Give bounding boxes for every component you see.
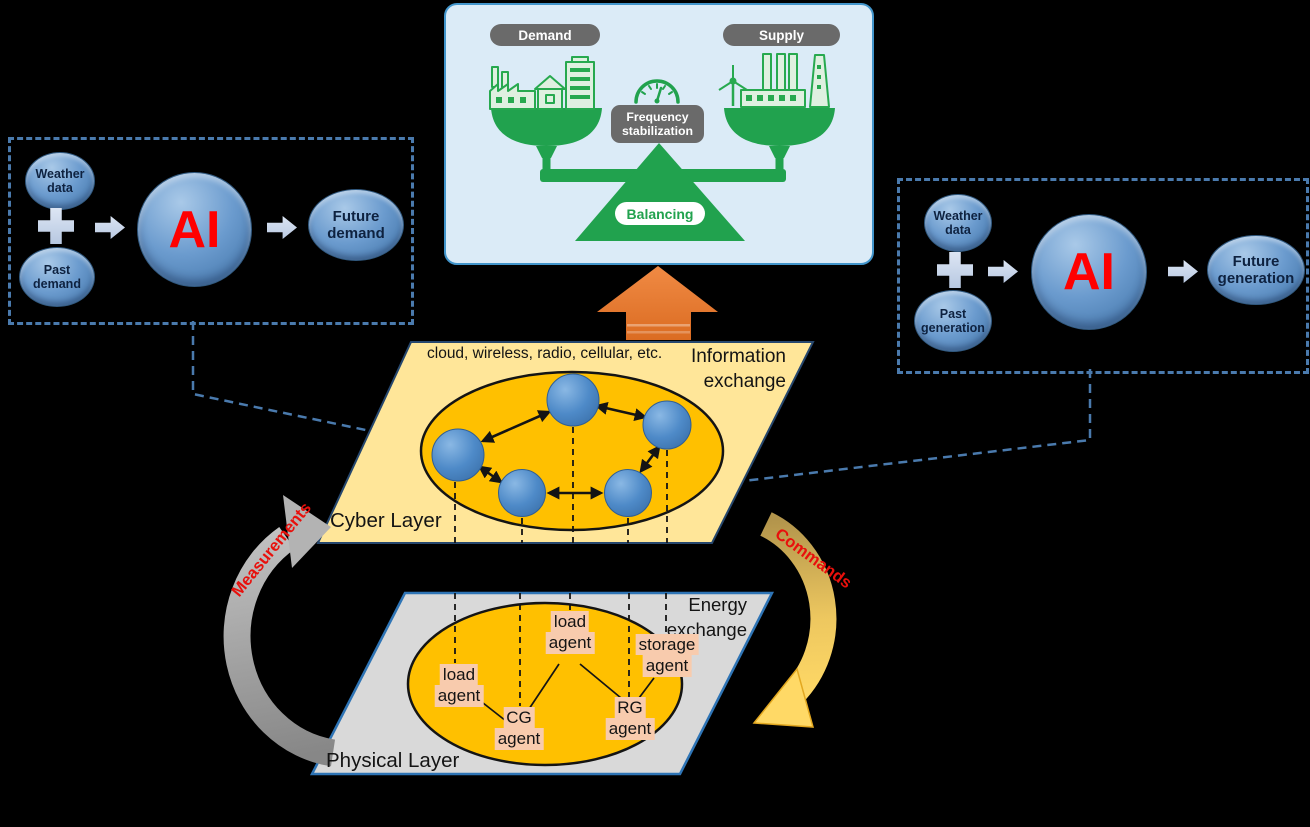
agent-label-line: agent (494, 728, 544, 750)
agent-label-line: load (550, 611, 590, 633)
supply-badge: Supply (723, 24, 840, 46)
physical-layer-title: Physical Layer (326, 749, 460, 772)
cyber-to-physical-dashes (454, 427, 668, 543)
gauge-icon (634, 79, 680, 104)
agent-label-line: load (439, 664, 479, 686)
agent-label-line: agent (545, 632, 595, 654)
generation-forecast-box: Weather data Past generation AI Future g… (897, 178, 1309, 374)
up-arrow-icon (597, 266, 718, 340)
ai-model-circle: AI (137, 172, 252, 287)
demand-buildings-icon (489, 56, 595, 110)
supply-demand-balance-panel: Demand Supply Frequency stabilization Ba… (444, 3, 874, 265)
past-demand-bubble: Past demand (19, 247, 95, 307)
storage-agent-label: storage agent (635, 634, 699, 677)
right-arrow-icon (267, 216, 297, 239)
right-arrow-icon (988, 260, 1018, 283)
load-agent-label: load agent (434, 664, 484, 707)
agent-communication-links (477, 401, 661, 500)
measurements-arrow-icon (223, 495, 336, 767)
cg-agent-label: CG agent (494, 707, 544, 750)
supply-powerplant-icon (718, 53, 830, 108)
future-generation-bubble: Future generation (1207, 235, 1305, 305)
agent-node (431, 428, 485, 482)
right-arrow-icon (1168, 260, 1198, 283)
agent-node (498, 469, 546, 517)
agent-node (546, 373, 600, 427)
agent-label-line: agent (605, 718, 655, 740)
rg-agent-label: RG agent (605, 697, 655, 740)
information-exchange-label: Information exchange (690, 346, 786, 392)
load-agent-label: load agent (545, 611, 595, 654)
agent-label-line: RG (614, 697, 646, 719)
agent-node (642, 400, 692, 450)
cyber-layer-title: Cyber Layer (330, 509, 442, 532)
network-caption: cloud, wireless, radio, cellular, etc. (427, 345, 663, 362)
demand-forecast-box: Weather data Past demand AI Future deman… (8, 137, 414, 325)
weather-data-bubble: Weather data (924, 194, 992, 252)
agent-label-line: CG (503, 707, 535, 729)
physical-layer-dashes (454, 593, 667, 706)
agent-label-line: agent (642, 655, 692, 677)
future-demand-bubble: Future demand (308, 189, 404, 261)
weather-data-bubble: Weather data (25, 152, 95, 210)
balancing-badge: Balancing (615, 202, 705, 225)
plus-icon (38, 208, 74, 244)
frequency-stabilization-badge: Frequency stabilization (611, 105, 704, 143)
ai-model-circle: AI (1031, 214, 1147, 330)
agent-label-line: agent (434, 685, 484, 707)
agent-label-line: storage (635, 634, 699, 656)
past-generation-bubble: Past generation (914, 290, 992, 352)
demand-badge: Demand (490, 24, 600, 46)
agent-node (604, 469, 652, 517)
generation-box-connector (649, 369, 1092, 494)
commands-arrow-icon (752, 512, 837, 728)
plus-icon (937, 252, 973, 288)
cyber-layer-plane (316, 341, 815, 544)
right-arrow-icon (95, 216, 125, 239)
